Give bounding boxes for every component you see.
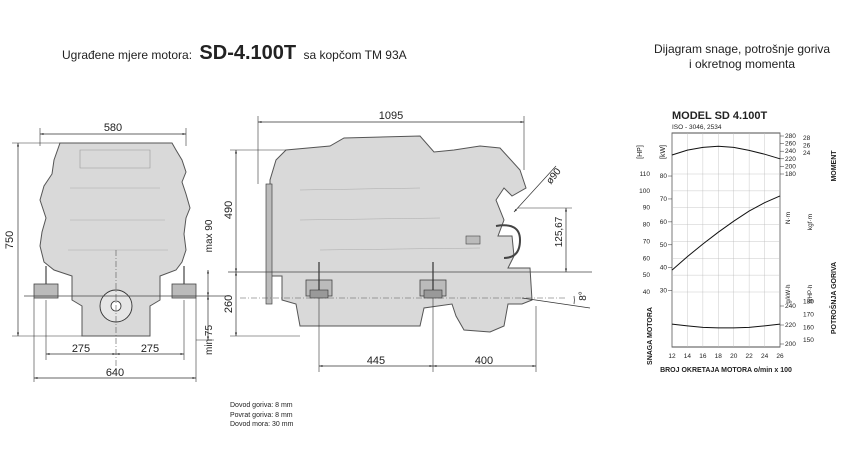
- torque-nm-tick: 220: [785, 156, 796, 163]
- x-axis-label: BROJ OKRETAJA MOTORA o/min x 100: [660, 367, 792, 374]
- torque-kgfm-tick: 24: [803, 150, 811, 157]
- power-unit-hp: [HP]: [637, 145, 644, 159]
- x-tick-label: 12: [668, 353, 676, 360]
- connection-notes: Dovod goriva: 8 mm Povrat goriva: 8 mm D…: [230, 401, 293, 430]
- torque-nm-tick: 240: [785, 148, 796, 155]
- power-hp-tick: 110: [640, 171, 651, 178]
- x-tick-label: 14: [684, 353, 692, 360]
- torque-nm-tick: 280: [785, 133, 796, 140]
- fuel-curve: [671, 323, 781, 329]
- torque-curve: [671, 145, 781, 160]
- dim-length: 1095: [379, 110, 403, 122]
- fuel-ghph-tick: 150: [803, 337, 814, 344]
- side-view: 1095 490 260 ø90 125,67 8° 445 400: [223, 110, 592, 372]
- power-kw-tick: 30: [660, 288, 668, 295]
- front-view: 580 750 max 90 min 75 275 275 640: [4, 122, 230, 382]
- note-fuel-return: Povrat goriva: 8 mm: [230, 411, 293, 419]
- side-mount-rear: [419, 262, 447, 299]
- chart-subtitle: ISO - 3046, 2534: [672, 124, 722, 131]
- power-axis-label: SNAGA MOTORA: [647, 307, 654, 365]
- power-hp-tick: 90: [643, 205, 651, 212]
- dim-upper-height: 490: [223, 201, 235, 219]
- fuel-ghph-tick: 170: [803, 311, 814, 318]
- torque-kgfm-tick: 26: [803, 143, 811, 150]
- performance-chart: MODEL SD 4.100T ISO - 3046, 2534 12 14 16 1…: [637, 110, 838, 374]
- fuel-gkwh-tick: 200: [785, 341, 796, 348]
- chart-header-line2: i okretnog momenta: [688, 57, 796, 71]
- x-tick-label: 16: [699, 353, 707, 360]
- header-prefix: Ugrađene mjere motora:: [62, 48, 193, 62]
- dim-rear-offset: 400: [475, 355, 493, 367]
- model-name: SD-4.100T: [199, 42, 297, 64]
- dim-lower-height: 260: [223, 295, 235, 313]
- note-sea-water: Dovod mora: 30 mm: [230, 421, 294, 428]
- power-hp-tick: 70: [643, 238, 651, 245]
- fuel-ghph-tick: 160: [803, 324, 814, 331]
- power-kw-tick: 70: [660, 196, 668, 203]
- dim-width-bottom: 640: [106, 367, 124, 379]
- dim-exhaust-diameter: ø90: [544, 166, 564, 187]
- power-kw-tick: 40: [660, 265, 668, 272]
- chart-title: MODEL SD 4.100T: [672, 110, 767, 122]
- x-tick-label: 22: [746, 353, 754, 360]
- dim-right: 275: [141, 343, 159, 355]
- side-front-flange: [265, 183, 273, 305]
- dim-width-top: 580: [104, 122, 122, 134]
- torque-axis-label: MOMENT: [831, 150, 838, 182]
- chart-frame: [671, 132, 781, 348]
- x-tick-label: 26: [776, 353, 784, 360]
- dim-left: 275: [72, 343, 90, 355]
- dim-min: min 75: [204, 325, 215, 355]
- power-hp-tick: 50: [643, 272, 651, 279]
- chart-header: Dijagram snage, potrošnje goriva i okret…: [632, 42, 852, 72]
- power-hp-tick: 80: [643, 222, 651, 229]
- drawing-header: Ugrađene mjere motora: SD-4.100T sa kopč…: [62, 42, 407, 65]
- dim-height: 750: [4, 231, 16, 249]
- fuel-ghph-tick: 180: [803, 298, 814, 305]
- x-tick-label: 20: [730, 353, 738, 360]
- power-hp-tick: 100: [639, 188, 650, 195]
- power-unit-kw: [kW]: [660, 145, 667, 159]
- side-engine-body: [269, 135, 533, 333]
- dim-angle: 8°: [578, 291, 589, 301]
- torque-nm-tick: 180: [785, 171, 796, 178]
- fuel-gkwh-tick: 220: [785, 322, 796, 329]
- front-engine-body: [39, 142, 191, 337]
- header-suffix: sa kopčom TM 93A: [303, 48, 407, 62]
- power-hp-tick: 60: [643, 255, 651, 262]
- fuel-unit-gkwh: g/kW·h: [786, 284, 792, 303]
- torque-nm-tick: 260: [785, 141, 796, 148]
- power-kw-tick: 60: [660, 219, 668, 226]
- power-curve: [671, 195, 781, 271]
- fuel-gkwh-tick: 240: [785, 303, 796, 310]
- torque-unit-kgfm: kgf·m: [807, 214, 814, 230]
- power-kw-tick: 80: [660, 173, 668, 180]
- torque-unit-nm: N·m: [785, 212, 792, 224]
- dim-exhaust-height: 125,67: [554, 216, 565, 247]
- power-kw-tick: 50: [660, 242, 668, 249]
- torque-nm-tick: 200: [785, 163, 796, 170]
- note-fuel-supply: Dovod goriva: 8 mm: [230, 402, 293, 409]
- exhaust-pipe: [495, 224, 522, 259]
- x-tick-label: 18: [715, 353, 723, 360]
- side-mount-front: [305, 262, 333, 299]
- fuel-unit-ghph: g/HP·h: [808, 285, 814, 304]
- fuel-axis-label: POTROŠNJA GORIVA: [829, 262, 838, 334]
- dim-mount-spacing: 445: [367, 355, 385, 367]
- power-hp-tick: 40: [643, 289, 651, 296]
- x-tick-label: 24: [761, 353, 769, 360]
- chart-header-line1: Dijagram snage, potrošnje goriva: [653, 42, 831, 56]
- dim-max: max 90: [204, 219, 215, 252]
- torque-kgfm-tick: 28: [803, 135, 811, 142]
